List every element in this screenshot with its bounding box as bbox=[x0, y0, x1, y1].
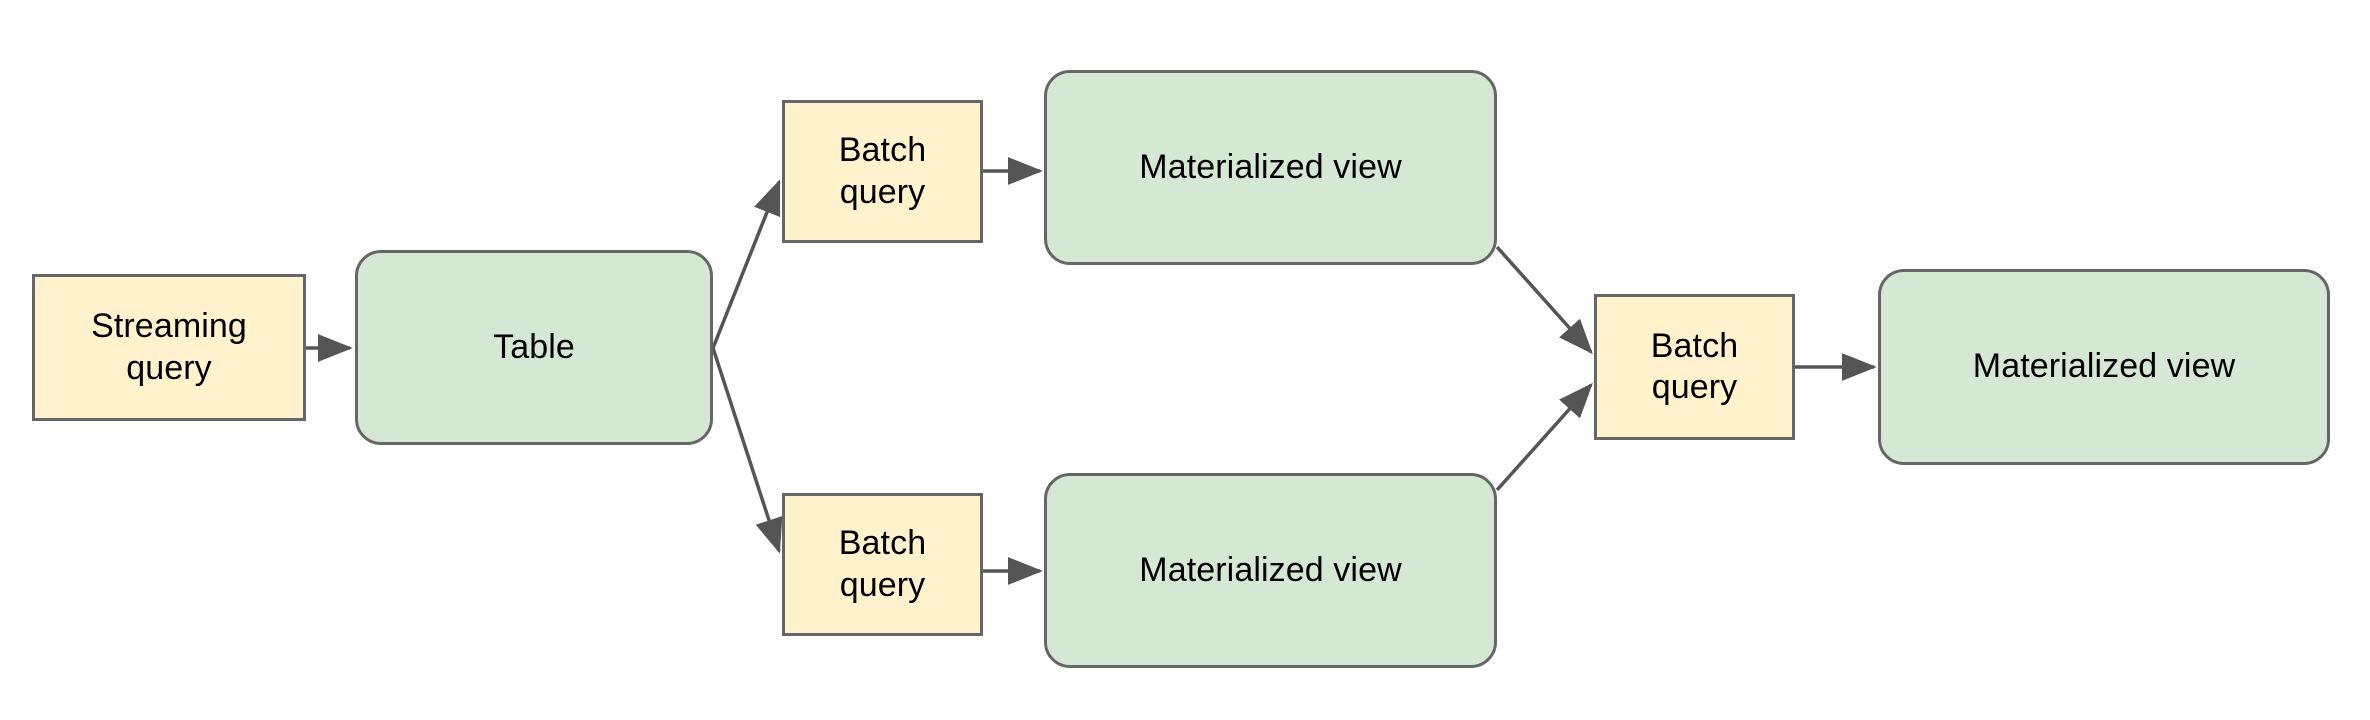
node-table[interactable]: Table bbox=[355, 250, 713, 445]
node-label-batch-query-bottom: Batch query bbox=[838, 524, 927, 604]
node-materialized-view-bottom[interactable]: Materialized view bbox=[1044, 473, 1497, 668]
edge-table-to-batch-query-bottom bbox=[711, 347, 783, 554]
node-batch-query-bottom[interactable]: Batch query bbox=[782, 493, 983, 636]
node-label-materialized-view-bottom: Materialized view bbox=[1139, 550, 1402, 589]
edge-materialized-view-top-to-batch-query-join bbox=[1495, 245, 1593, 355]
edge-table-to-batch-query-top bbox=[711, 179, 781, 349]
node-label-materialized-view-final: Materialized view bbox=[1972, 347, 2236, 386]
node-streaming-query[interactable]: Streaming query bbox=[32, 274, 306, 421]
node-label-batch-query-join: Batch query bbox=[1650, 326, 1739, 406]
node-label-streaming-query: Streaming query bbox=[91, 307, 247, 387]
node-batch-query-join[interactable]: Batch query bbox=[1594, 294, 1795, 440]
node-label-batch-query-top: Batch query bbox=[838, 131, 927, 211]
node-batch-query-top[interactable]: Batch query bbox=[782, 100, 983, 243]
node-label-materialized-view-top: Materialized view bbox=[1139, 147, 1402, 186]
node-materialized-view-top[interactable]: Materialized view bbox=[1044, 70, 1497, 265]
edge-materialized-view-bottom-to-batch-query-join bbox=[1495, 382, 1593, 492]
node-materialized-view-final[interactable]: Materialized view bbox=[1878, 269, 2330, 465]
node-label-table: Table bbox=[493, 327, 575, 366]
